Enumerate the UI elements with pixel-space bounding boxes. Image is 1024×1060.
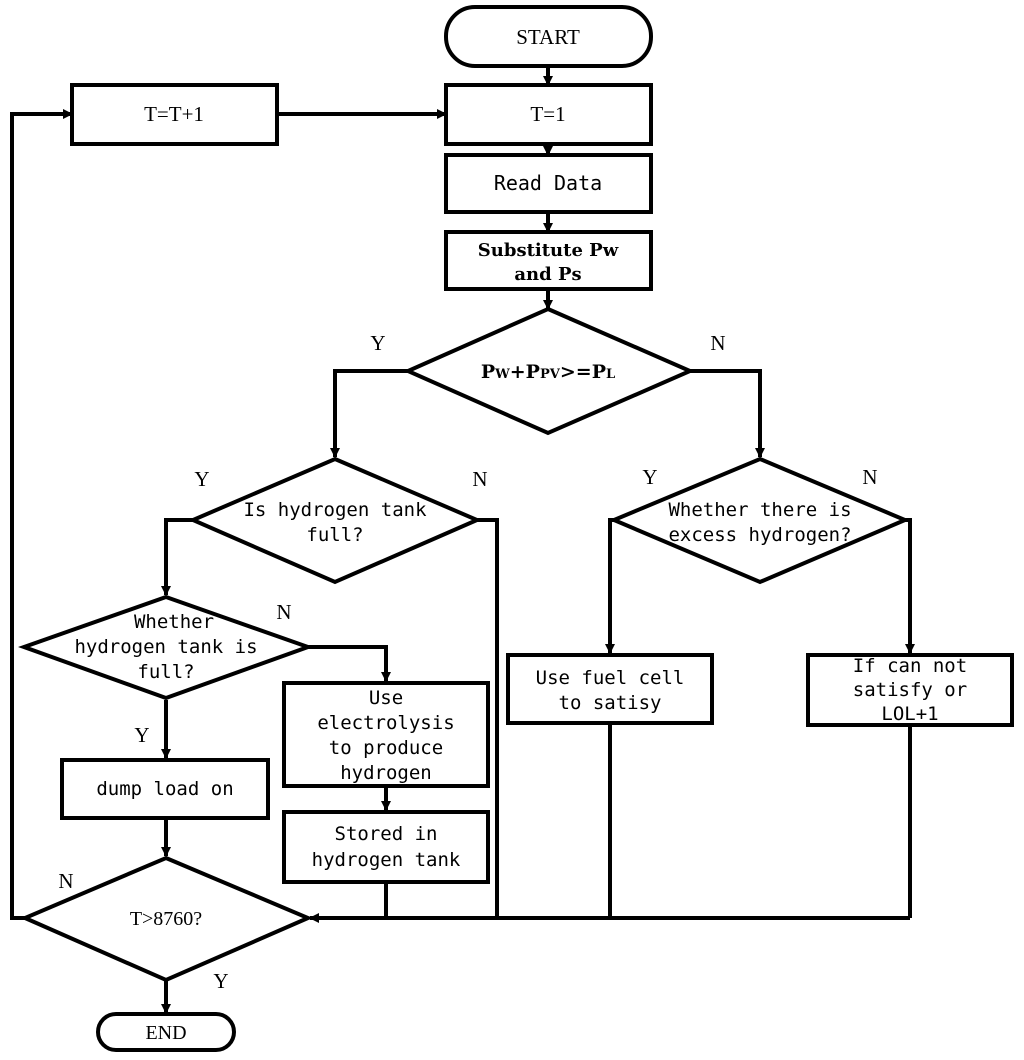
electrolysis-line3: to produce [329,737,443,759]
connector-t-check-no-loop [10,109,73,920]
excess-hydrogen-line1: Whether there is [668,499,851,521]
tank2-no-label: N [276,600,291,624]
end-label: END [145,1022,186,1044]
excess-hydrogen-decision: Whether there is excess hydrogen? [608,456,911,585]
electrolysis-line2: electrolysis [317,712,454,734]
stored-line2: hydrogen tank [312,849,461,871]
power-balance-condition: PW+PPV>=PL [481,361,615,383]
t-increment-box: T=T+1 [70,83,279,146]
substitute-box: Substitute Pw and Ps [444,230,653,291]
end-terminator: END [96,1012,236,1052]
power-yes-label: Y [370,331,385,355]
power-no-label: N [710,331,725,355]
t-check-decision: T>8760? [19,855,314,983]
t-increment-label: T=T+1 [144,102,204,126]
connector-excess-no-to-lol [905,518,915,654]
lol-line1: If can not [853,655,967,677]
excess-hydrogen-line2: excess hydrogen? [668,524,851,546]
tank-full-1-line2: full? [306,524,363,546]
dump-load-label: dump load on [96,778,233,800]
lol-line3: LOL+1 [881,703,938,725]
tank-full-1-line1: Is hydrogen tank [243,499,427,521]
tank1-yes-label: Y [194,467,209,491]
lol-line2: satisfy or [853,679,967,701]
power-balance-decision: PW+PPV>=PL [403,306,695,436]
electrolysis-box: Use electrolysis to produce hydrogen [282,681,490,788]
connectors [10,66,915,1014]
tcheck-no-label: N [58,869,73,893]
electrolysis-line1: Use [369,687,403,709]
tcheck-yes-label: Y [213,969,228,993]
tank-full-decision-1: Is hydrogen tank full? [187,456,483,585]
dump-load-box: dump load on [60,758,270,820]
substitute-label-line1: Substitute Pw [478,240,619,261]
lol-box: If can not satisfy or LOL+1 [806,653,1014,727]
connector-power-yes-to-tank-check [330,369,408,458]
tank-full-2-line3: full? [137,661,194,683]
excess-yes-label: Y [642,465,657,489]
stored-line1: Stored in [335,823,438,845]
t-check-label: T>8760? [130,908,202,930]
fuel-cell-box: Use fuel cell to satisy [506,653,714,725]
stored-box: Stored in hydrogen tank [282,810,490,884]
start-terminator: START [444,5,653,68]
tank-full-2-line1: Whether [134,611,214,633]
connector-excess-yes-to-fuel-cell [605,518,615,654]
fuel-cell-line2: to satisy [559,692,662,714]
substitute-label-line2: and Ps [514,264,581,285]
read-data-box: Read Data [444,153,653,214]
connector-tank1-yes-to-tank2 [161,518,193,596]
read-data-label: Read Data [494,171,602,195]
t-init-box: T=1 [444,83,653,146]
tank2-yes-label: Y [134,723,149,747]
tank-full-2-line2: hydrogen tank is [74,636,257,658]
electrolysis-line4: hydrogen [340,762,432,784]
fuel-cell-line1: Use fuel cell [536,667,685,689]
tank1-no-label: N [472,467,487,491]
t-init-label: T=1 [530,102,565,126]
connector-tank2-no-to-electrolysis [308,645,391,682]
start-label: START [516,25,580,49]
connector-power-no-to-excess-check [690,369,765,458]
connector-tank1-no-down [477,518,499,918]
tank-full-decision-2: Whether hydrogen tank is full? [18,594,314,701]
excess-no-label: N [862,465,877,489]
